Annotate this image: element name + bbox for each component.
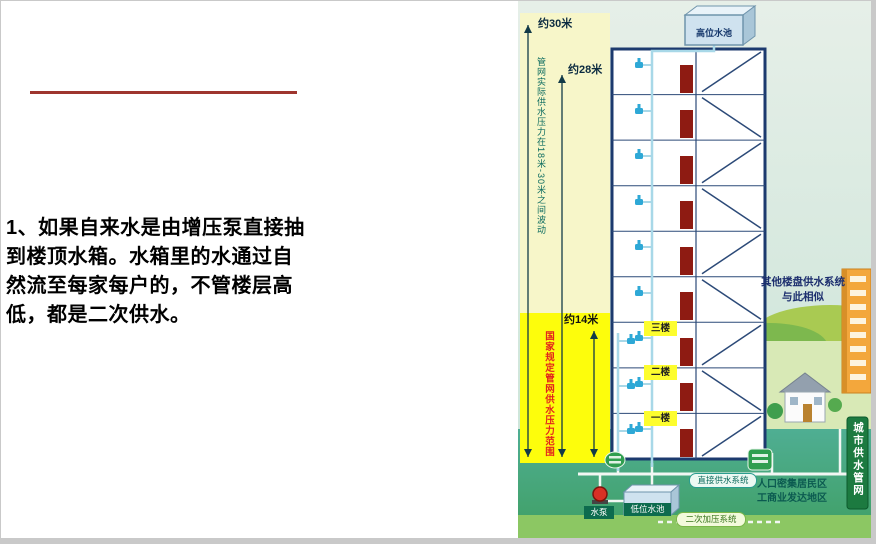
dim-label-30m: 约30米 <box>538 18 573 30</box>
floor-lines <box>612 94 765 414</box>
low-tank-label: 低位水池 <box>624 503 671 516</box>
commercial-area-label: 工商业发达地区 <box>757 493 827 504</box>
riser-pipe <box>650 45 716 467</box>
house <box>778 372 832 423</box>
residential-area-label: 人口密集居民区 <box>757 479 827 490</box>
orange-building <box>841 268 871 394</box>
valve-badge-left <box>604 451 626 469</box>
stairs <box>701 51 762 457</box>
city-network-label: 城市供水管网 <box>852 422 864 497</box>
other-buildings-note-line1: 其他楼盘供水系统 <box>761 276 845 288</box>
dimension-lines <box>524 25 598 457</box>
valve-badge-right <box>747 448 773 471</box>
dim-label-28m: 约28米 <box>568 64 603 76</box>
pump-label: 水泵 <box>584 506 614 519</box>
other-buildings-note-line2: 与此相似 <box>782 291 824 303</box>
high-tank <box>683 5 757 46</box>
slide-body-text: 1、如果自来水是由增压泵直接抽到楼顶水箱。水箱里的水通过自然流至每家每户的，不管… <box>6 217 305 326</box>
bright-yellow-zone <box>520 313 610 463</box>
dim-label-14m: 约14米 <box>564 314 599 326</box>
floor-2-label: 二楼 <box>644 365 677 380</box>
building <box>610 45 767 471</box>
accent-divider <box>30 91 297 94</box>
pressure-note-vertical: 管网实际供水压力在18米-30米之间波动 <box>536 57 546 236</box>
trees <box>767 398 842 419</box>
secondary-system-pill: 二次加压系统 <box>676 512 746 527</box>
floor-1-label: 一楼 <box>644 411 677 426</box>
pale-yellow-zone <box>520 13 610 313</box>
floor-3-label: 三楼 <box>644 321 677 336</box>
city-network-sign <box>846 416 869 510</box>
water-supply-diagram: 约30米 约28米 约14米 管网实际供水压力在18米-30米之间波动 国家规定… <box>518 1 871 538</box>
direct-system-pill: 直接供水系统 <box>689 473 757 488</box>
high-tank-label: 高位水池 <box>695 28 732 38</box>
national-range-vertical: 国家规定管网供水压力范围 <box>543 331 554 457</box>
apartment-doors <box>680 65 693 457</box>
pump-icon <box>592 486 608 504</box>
diagram-illustration <box>518 1 871 538</box>
